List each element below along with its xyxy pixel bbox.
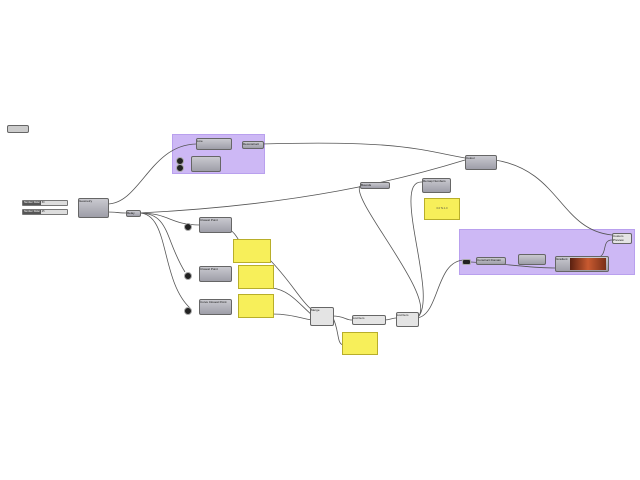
panel-text: 0.0 To 1.0 bbox=[436, 207, 448, 210]
component-remap-numbers[interactable]: Remap Numbers bbox=[422, 178, 451, 193]
component-label: Construct Domain bbox=[477, 258, 502, 262]
gradient-swatch bbox=[570, 258, 606, 270]
component-label: Remap Numbers bbox=[423, 179, 446, 183]
number-slider-1[interactable]: Number Slider 50 bbox=[22, 200, 68, 206]
point-param-2[interactable] bbox=[176, 164, 184, 172]
component-list-item-1[interactable]: List Item bbox=[352, 315, 386, 325]
number-slider-2[interactable]: Number Slider 25 bbox=[22, 209, 68, 215]
component-list-item-2[interactable]: List Item bbox=[396, 312, 419, 327]
component-closest-point-1[interactable]: Closest Point bbox=[199, 217, 232, 233]
component-bounds[interactable]: Bounds bbox=[360, 182, 390, 189]
component-label: Deconstruct bbox=[243, 142, 260, 146]
component-label: Merge bbox=[311, 308, 320, 312]
curve-param[interactable] bbox=[184, 307, 192, 315]
component-gradient-bounds[interactable] bbox=[518, 254, 546, 265]
number-param[interactable] bbox=[462, 259, 471, 265]
slider-name: Number Slider bbox=[23, 210, 41, 214]
panel-1[interactable] bbox=[233, 239, 271, 263]
component-label: Geometry bbox=[79, 199, 93, 203]
component-relay[interactable]: Relay bbox=[126, 210, 141, 217]
panel-3[interactable] bbox=[238, 294, 274, 318]
component-label: Curve Closest Point bbox=[200, 300, 227, 304]
component-label: List Item bbox=[353, 316, 365, 320]
component-gradient[interactable]: Gradient bbox=[555, 256, 609, 272]
panel-domain[interactable]: 0.0 To 1.0 bbox=[424, 198, 460, 220]
component-closest-point-2[interactable]: Closest Point bbox=[199, 266, 232, 282]
component-deconstruct[interactable]: Deconstruct bbox=[242, 141, 264, 149]
component-label: Relay bbox=[127, 211, 135, 215]
component-label: List Item bbox=[397, 313, 409, 317]
component-merge[interactable]: Merge bbox=[310, 307, 334, 326]
slider-value: 50 bbox=[41, 201, 45, 204]
component-label: Colour bbox=[466, 156, 475, 160]
point-param-4[interactable] bbox=[184, 272, 192, 280]
component-construct-domain[interactable]: Construct Domain bbox=[476, 257, 506, 265]
component-label: Closest Point bbox=[200, 218, 218, 222]
component-label: Gradient bbox=[556, 257, 568, 261]
component-line[interactable]: Line bbox=[196, 138, 232, 150]
component-label: Custom Preview bbox=[613, 234, 624, 242]
slider-value: 25 bbox=[41, 210, 45, 213]
panel-2[interactable] bbox=[238, 265, 274, 289]
component-geometry[interactable]: Geometry bbox=[78, 198, 109, 218]
panel-4[interactable] bbox=[342, 332, 378, 355]
scribble bbox=[7, 125, 29, 133]
point-param-3[interactable] bbox=[184, 223, 192, 231]
component-colour[interactable]: Colour bbox=[465, 155, 497, 170]
component-label: Bounds bbox=[361, 183, 372, 187]
component-custom-preview[interactable]: Custom Preview bbox=[612, 233, 632, 244]
component-label: Closest Point bbox=[200, 267, 218, 271]
component-curve-closest-point[interactable]: Curve Closest Point bbox=[199, 299, 232, 315]
component-vector[interactable] bbox=[191, 156, 221, 172]
slider-name: Number Slider bbox=[23, 201, 41, 205]
component-label: Line bbox=[197, 139, 203, 143]
